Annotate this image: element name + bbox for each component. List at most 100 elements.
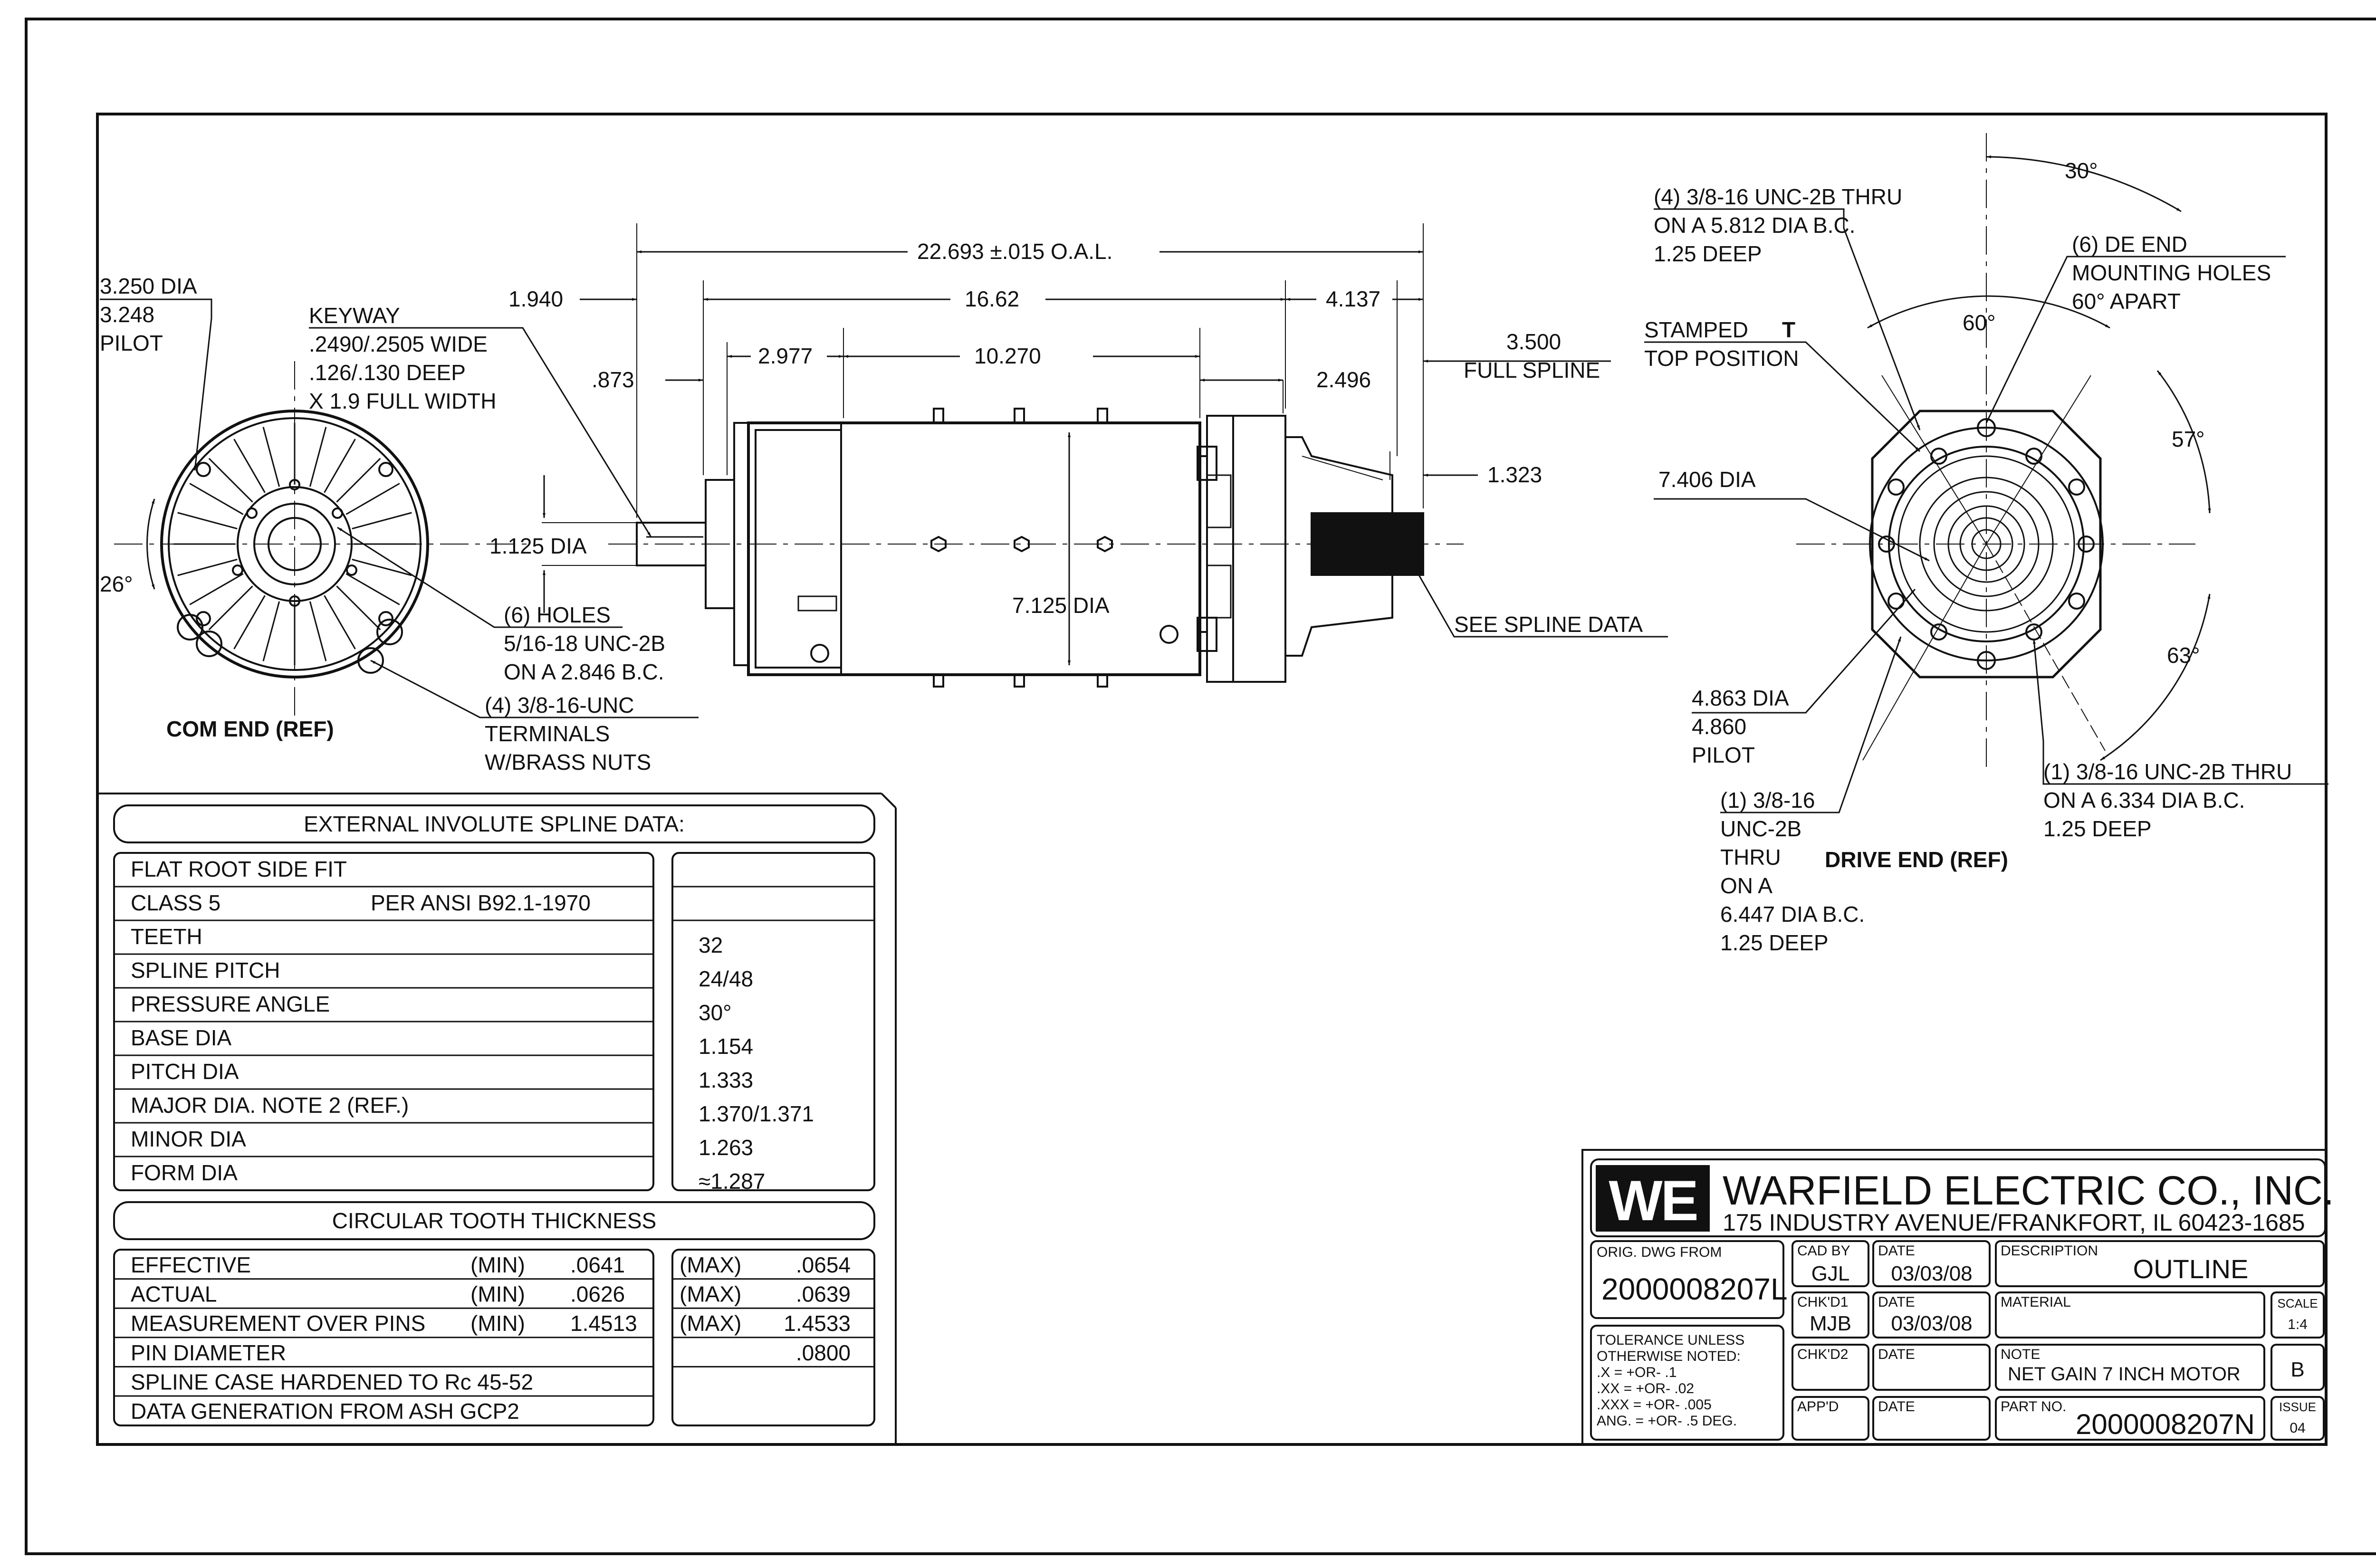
drive-end-caption: DRIVE END (REF) — [1825, 847, 2008, 872]
rib-line — [309, 427, 327, 487]
rib-line — [177, 558, 238, 576]
holes-line2: 5/16-18 UNC-2B — [504, 631, 665, 656]
com-end-ribs — [173, 423, 416, 665]
keyway-line1: KEYWAY — [309, 303, 400, 328]
spline-row-value: 1.263 — [699, 1135, 753, 1160]
side-dimensions — [542, 223, 1668, 665]
issue-label: ISSUE — [2279, 1400, 2316, 1414]
com-pilot-line1: 3.250 DIA — [100, 274, 197, 298]
spline-row-label2: PER ANSI B92.1-1970 — [371, 890, 591, 915]
rib-line — [336, 585, 381, 631]
dim-873: .873 — [592, 367, 634, 392]
hole1-line3: THRU — [1720, 845, 1781, 870]
hole1-line4: ON A — [1720, 873, 1772, 898]
rib-line — [352, 558, 412, 576]
drive-end-view — [1796, 133, 2211, 770]
keyway-line3: .126/.130 DEEP — [309, 360, 466, 385]
dim-1323: 1.323 — [1487, 462, 1542, 487]
de-pilot-line2: 4.860 — [1692, 714, 1746, 739]
thickness-min-tag: (MIN) — [470, 1282, 525, 1307]
de-holes-line2: MOUNTING HOLES — [2072, 260, 2271, 285]
rib-line — [208, 585, 253, 631]
note-value: NET GAIN 7 INCH MOTOR — [2008, 1364, 2241, 1385]
com-angle-26: 26° — [100, 572, 133, 596]
thickness-row-label: ACTUAL — [131, 1282, 217, 1307]
company-address: 175 INDUSTRY AVENUE/FRANKFORT, IL 60423-… — [1723, 1209, 2305, 1236]
top-holes-line3: 1.25 DEEP — [1654, 241, 1762, 266]
part-no-value: 2000008207N — [2076, 1408, 2255, 1440]
tolerance-line1: TOLERANCE UNLESS — [1597, 1332, 1744, 1348]
thickness-max-tag: (MAX) — [680, 1282, 741, 1307]
tooth-thickness-title: CIRCULAR TOOTH THICKNESS — [332, 1208, 656, 1233]
terminals-line3: W/BRASS NUTS — [485, 750, 651, 774]
angle-60: 60° — [1963, 310, 1996, 335]
title-block — [1581, 1149, 2327, 1445]
rib-line — [309, 601, 327, 661]
tolerance-line4: .XX = +OR- .02 — [1597, 1381, 1694, 1396]
de-pilot-line1: 4.863 DIA — [1692, 686, 1789, 710]
com-end-view — [114, 361, 527, 732]
rib-line — [352, 512, 412, 530]
leader-pilot-de — [1692, 589, 1916, 714]
logo-text: WE — [1609, 1169, 1696, 1233]
dim-spline-length: 3.500 — [1506, 329, 1561, 354]
thickness-max-tag: (MAX) — [680, 1311, 741, 1336]
hole2-line2: ON A 6.334 DIA B.C. — [2043, 788, 2245, 813]
leader-pilot — [100, 298, 212, 471]
top-position-label: TOP POSITION — [1644, 346, 1799, 371]
orig-dwg-value: 2000008207L — [1601, 1272, 1788, 1306]
thickness-min-tag: (MIN) — [470, 1252, 525, 1277]
spline-row-label: FLAT ROOT SIDE FIT — [131, 857, 347, 881]
dim-2496: 2.496 — [1316, 367, 1371, 392]
leader-terminals — [370, 660, 699, 718]
rib-line — [177, 512, 238, 530]
issue-value: 04 — [2290, 1420, 2305, 1436]
thickness-min-value: .0626 — [570, 1282, 625, 1307]
motor-side-view — [608, 408, 1464, 688]
spline-data-title: EXTERNAL INVOLUTE SPLINE DATA: — [304, 812, 685, 836]
date-value-2: 03/03/08 — [1891, 1312, 1972, 1335]
outer-border — [25, 18, 2376, 1555]
hole1-line1: (1) 3/8-16 — [1720, 788, 1815, 813]
terminals-line2: TERMINALS — [485, 721, 610, 746]
spline-row-value: 32 — [699, 933, 723, 957]
spline-row-label: FORM DIA — [131, 1160, 238, 1185]
dim-frame-dia: 7.125 DIA — [1012, 593, 1110, 618]
spline-row-value: ≈1.287 — [699, 1169, 765, 1194]
rib-line — [189, 573, 244, 605]
thickness-max-value: 1.4533 — [784, 1311, 851, 1336]
spline-row-label: BASE DIA — [131, 1025, 232, 1050]
leader-holes — [337, 526, 623, 628]
description-label: DESCRIPTION — [2001, 1243, 2098, 1259]
cad-by-label: CAD BY — [1797, 1243, 1850, 1259]
appd-label: APP'D — [1797, 1399, 1839, 1415]
date-label-4: DATE — [1878, 1399, 1915, 1415]
thickness-row-label: MEASUREMENT OVER PINS — [131, 1311, 425, 1336]
rib-line — [233, 439, 266, 493]
spline-row-value: 1.370/1.371 — [699, 1101, 814, 1126]
scale-value: 1:4 — [2288, 1317, 2308, 1332]
note-label: NOTE — [2001, 1347, 2040, 1362]
company-name: WARFIELD ELECTRIC CO., INC. — [1723, 1168, 2334, 1214]
hole1-line2: UNC-2B — [1720, 816, 1801, 841]
spline-row-value: 30° — [699, 1000, 732, 1025]
chkd1-value: MJB — [1810, 1312, 1851, 1335]
scale-label: SCALE — [2277, 1296, 2318, 1310]
rib-line — [345, 483, 400, 515]
holes-line1: (6) HOLES — [504, 602, 611, 627]
leader-de-holes — [1985, 256, 2286, 423]
top-holes-line2: ON A 5.812 DIA B.C. — [1654, 213, 1855, 238]
keyway-line2: .2490/.2505 WIDE — [309, 332, 488, 356]
company-logo: WE — [1596, 1165, 1710, 1233]
spline-row-label: PRESSURE ANGLE — [131, 992, 330, 1016]
thickness-min-tag: (MIN) — [470, 1311, 525, 1336]
hole2-line1: (1) 3/8-16 UNC-2B THRU — [2043, 759, 2292, 784]
thickness-max-value: .0654 — [796, 1252, 851, 1277]
de-pilot-line3: PILOT — [1692, 743, 1755, 767]
spline-row-label: TEETH — [131, 924, 202, 949]
rib-line — [324, 439, 356, 493]
hole1-line6: 1.25 DEEP — [1720, 930, 1829, 955]
dim-1662: 16.62 — [965, 287, 1019, 311]
cad-by-value: GJL — [1811, 1262, 1850, 1285]
